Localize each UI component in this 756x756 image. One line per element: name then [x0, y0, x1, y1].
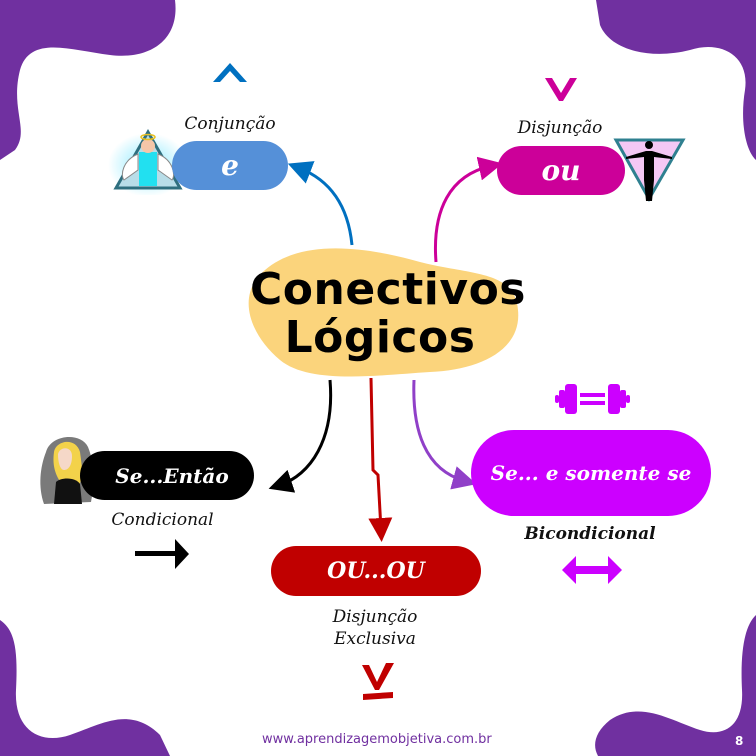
corner-blob-top-left [0, 0, 176, 160]
angel-icon [108, 128, 188, 195]
disjuncao-node[interactable]: ou [497, 146, 625, 195]
arrow-to-exclusiva [368, 377, 393, 542]
arrow-to-bicondicional [412, 379, 477, 490]
corner-blob-top-right [596, 0, 756, 160]
arrow-to-disjuncao [433, 156, 503, 263]
condicional-node[interactable]: Se...Então [80, 451, 254, 500]
center-title-line1: Conectivos [250, 264, 526, 315]
xor-symbol-icon [362, 663, 394, 700]
conjuncao-label: Conjunção [184, 114, 276, 134]
corner-blob-bottom-right [595, 615, 756, 756]
exclusiva-label-line1: Disjunção [332, 607, 418, 627]
bicondicional-label: Bicondicional [524, 524, 656, 544]
exclusiva-label-line2: Exclusiva [334, 629, 416, 649]
arrow-to-condicional [268, 379, 333, 493]
arrow-to-conjuncao [287, 161, 354, 246]
center-title: Conectivos Lógicos [250, 264, 526, 363]
conjuncao-node[interactable]: e [172, 141, 288, 190]
bicondicional-connective: Se... e somente se [490, 461, 692, 485]
man-triangle-icon [613, 138, 686, 203]
center-title-line2: Lógicos [284, 312, 476, 363]
page-number: 8 [735, 734, 744, 748]
condicional-connective: Se...Então [115, 463, 229, 488]
exclusiva-connective: OU...OU [327, 558, 425, 584]
footer-url[interactable]: www.aprendizagemobjetiva.com.br [262, 732, 492, 747]
bicondicional-node[interactable]: Se... e somente se [471, 430, 711, 516]
conjuncao-connective: e [221, 149, 239, 182]
disjuncao-connective: ou [541, 154, 581, 187]
implies-arrow-icon [135, 539, 189, 569]
exclusiva-label: Disjunção Exclusiva [300, 606, 450, 650]
exclusiva-node[interactable]: OU...OU [271, 546, 481, 596]
condicional-label: Condicional [111, 510, 214, 530]
dumbbell-icon [555, 384, 630, 414]
corner-blob-bottom-left [0, 620, 170, 756]
and-symbol-icon [213, 63, 247, 82]
or-symbol-icon [545, 78, 577, 101]
biconditional-arrow-icon [562, 556, 622, 584]
woman-portrait-icon [40, 436, 94, 504]
disjuncao-label: Disjunção [517, 118, 603, 138]
